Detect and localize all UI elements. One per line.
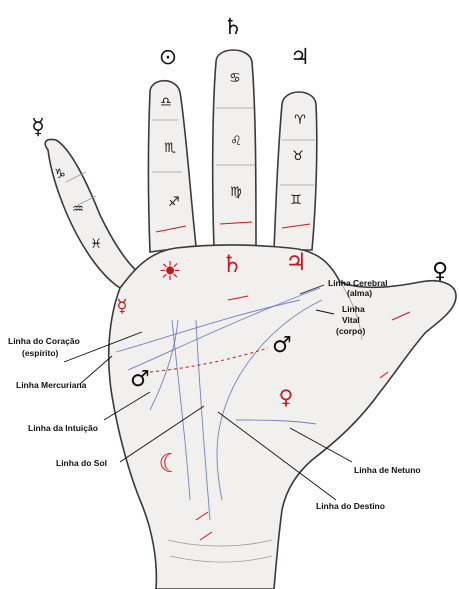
- label-vital: Linha: [342, 304, 365, 314]
- mars-upper-icon: ♂: [272, 333, 292, 358]
- venus-icon: ♀: [432, 259, 448, 284]
- label-heart-sub: (espírito): [22, 348, 59, 358]
- little-finger: [45, 139, 138, 288]
- label-cerebral-sub: (alma): [347, 288, 372, 298]
- hand-illustration: [45, 50, 456, 589]
- jupiter-icon: ♃: [290, 45, 310, 70]
- mount-saturn-icon: ♄: [221, 250, 243, 278]
- virgo-icon: ♍: [230, 185, 242, 200]
- gemini-icon: ♊: [290, 193, 302, 208]
- mount-mercury-icon: ☿: [116, 296, 127, 317]
- leo-icon: ♌: [230, 134, 242, 149]
- cancer-icon: ♋: [229, 71, 241, 86]
- sagittarius-icon: ♐: [168, 195, 180, 210]
- libra-icon: ♎: [160, 95, 172, 110]
- label-neptune: Linha de Netuno: [354, 465, 421, 475]
- mount-moon-icon: ☾: [158, 449, 181, 479]
- label-cerebral: Linha Cerebral: [328, 278, 388, 288]
- saturn-icon: ♄: [223, 15, 243, 40]
- pisces-icon: ♓: [90, 237, 102, 252]
- mount-venus-icon: ♀: [279, 385, 294, 409]
- mars-lower-icon: ♂: [130, 367, 150, 392]
- sun-icon: ⊙: [159, 45, 177, 70]
- label-intuition: Linha da Intuição: [28, 423, 98, 433]
- mount-sun-icon: ☀: [158, 257, 181, 287]
- label-mercurian: Linha Mercuriana: [16, 380, 87, 390]
- label-heart: Linha do Coração: [8, 336, 80, 346]
- label-vital-sub: (corpo): [336, 326, 365, 336]
- taurus-icon: ♉: [292, 149, 304, 164]
- mount-jupiter-icon: ♃: [285, 248, 307, 276]
- aquarius-icon: ♒: [72, 202, 84, 217]
- capricorn-icon: ♑: [54, 167, 66, 182]
- mercury-icon: ☿: [31, 115, 45, 140]
- label-sun-line: Linha do Sol: [56, 458, 107, 468]
- label-vital-2: Vital: [342, 315, 360, 325]
- aries-icon: ♈: [294, 113, 306, 128]
- ring-finger: [149, 81, 197, 252]
- palm: [109, 245, 456, 589]
- label-destiny: Linha do Destino: [316, 501, 385, 511]
- scorpio-icon: ♏: [164, 141, 176, 156]
